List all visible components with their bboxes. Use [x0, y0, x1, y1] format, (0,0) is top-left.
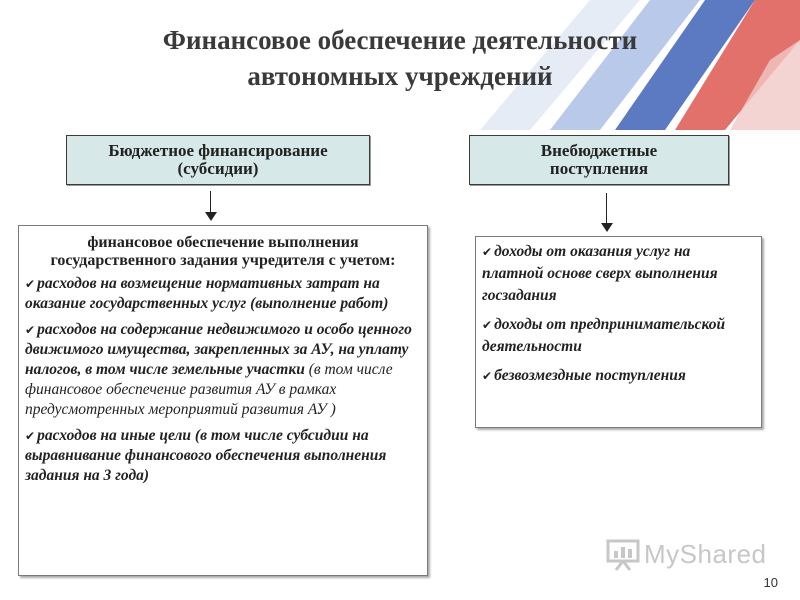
checkmark-icon: ✔	[25, 323, 36, 337]
list-item: ✔расходов на содержание недвижимого и ос…	[25, 321, 412, 418]
presentation-board-icon	[606, 539, 640, 571]
right-arrow	[601, 193, 613, 233]
checkmark-icon: ✔	[25, 429, 36, 443]
checkmark-icon: ✔	[25, 277, 36, 291]
list-item: ✔расходов на возмещение нормативных затр…	[25, 275, 389, 312]
decorative-stripes	[480, 0, 800, 130]
extrabudgetary-line-1: Внебюджетные	[540, 141, 658, 160]
myshared-logo[interactable]: MyShared	[606, 537, 767, 571]
left-arrow	[205, 191, 217, 221]
checkmark-icon: ✔	[482, 245, 493, 259]
list-item: ✔доходы от оказания услуг на платной осн…	[482, 243, 718, 304]
budget-funding-line-1: Бюджетное финансирование	[108, 141, 328, 160]
list-item: ✔расходов на иные цели (в том числе субс…	[25, 427, 387, 484]
item-note: (в том числе финансовое обеспечение разв…	[25, 361, 393, 418]
extrabudgetary-details: ✔доходы от оказания услуг на платной осн…	[475, 236, 762, 428]
budget-funding-details: финансовое обеспечение выполнения госуда…	[18, 225, 428, 576]
list-item: ✔безвозмездные поступления	[482, 367, 686, 384]
page-number: 10	[763, 575, 778, 590]
title-line-1: Финансовое обеспечение деятельности	[162, 25, 638, 55]
title-line-2: автономных учреждений	[247, 61, 553, 91]
extrabudgetary-header: Внебюджетные поступления	[469, 135, 729, 185]
list-item: ✔доходы от предпринимательской деятельно…	[482, 316, 726, 355]
budget-funding-header: Бюджетное финансирование (субсидии)	[66, 135, 370, 185]
checkmark-icon: ✔	[482, 318, 493, 332]
budget-lead-text: финансовое обеспечение выполнения госуда…	[50, 234, 396, 269]
budget-funding-line-2: (субсидии)	[177, 159, 259, 178]
logo-text: MyShared	[644, 538, 767, 569]
checkmark-icon: ✔	[482, 369, 493, 383]
page-title: Финансовое обеспечение деятельности авто…	[60, 22, 740, 94]
extrabudgetary-line-2: поступления	[549, 159, 649, 178]
